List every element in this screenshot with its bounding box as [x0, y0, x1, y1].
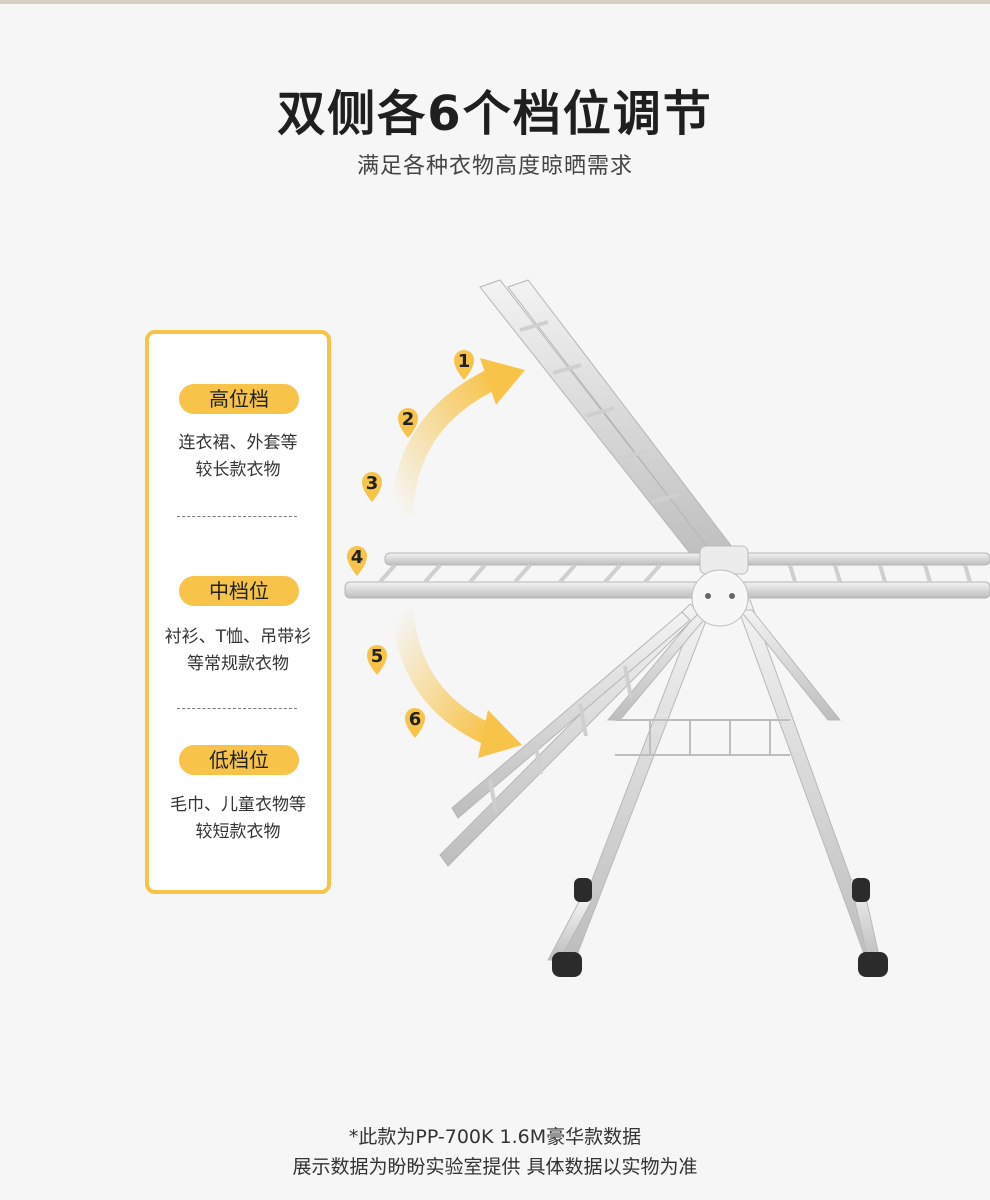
gear-marker-label: 5: [371, 646, 384, 667]
top-decor-strip: [0, 0, 990, 4]
levels-card: 高位档 连衣裙、外套等 较长款衣物 中档位 衬衫、T恤、吊带衫 等常规款衣物 低…: [145, 330, 331, 894]
rack-legs: [547, 599, 883, 966]
level-desc-mid-line1: 衬衫、T恤、吊带衫: [164, 627, 312, 647]
level-pill-low: 低档位: [179, 745, 299, 775]
footer-note-line1: *此款为PP-700K 1.6M豪华款数据: [348, 1126, 642, 1148]
drying-rack-illustration: 1 2 3 4 5 6: [344, 279, 990, 977]
divider: [177, 708, 297, 709]
gear-marker-6: [405, 708, 425, 738]
gear-marker-label: 6: [409, 709, 422, 730]
center-hub: [691, 545, 749, 627]
level-desc-high-line1: 连衣裙、外套等: [178, 433, 298, 453]
gear-marker-label: 1: [458, 351, 471, 372]
page-title: 双侧各6个档位调节: [277, 86, 713, 142]
gear-marker-5: [367, 645, 387, 675]
level-desc-low-line1: 毛巾、儿童衣物等: [170, 795, 306, 815]
level-desc-high-line2: 较长款衣物: [195, 460, 281, 480]
horizontal-wing: [344, 552, 990, 599]
footer-note-line2: 展示数据为盼盼实验室提供 具体数据以实物为准: [292, 1156, 698, 1178]
raised-wing: [479, 279, 743, 567]
caster-wheels: [552, 878, 888, 977]
gear-marker-label: 2: [402, 409, 415, 430]
gear-marker-1: [454, 350, 474, 380]
gear-marker-3: [362, 472, 382, 502]
divider: [177, 516, 297, 517]
level-pill-high: 高位档: [179, 384, 299, 414]
level-desc-low-line2: 较短款衣物: [195, 822, 281, 842]
gear-marker-4: [347, 546, 367, 576]
level-pill-mid: 中档位: [179, 576, 299, 606]
arrow-up-icon: [391, 358, 525, 516]
lower-crossbar: [615, 719, 790, 756]
gear-marker-label: 4: [351, 547, 364, 568]
gear-marker-label: 3: [366, 473, 379, 494]
gear-marker-2: [398, 408, 418, 438]
arrow-down-icon: [391, 608, 522, 758]
level-desc-mid-line2: 等常规款衣物: [187, 654, 289, 674]
page-subtitle: 满足各种衣物高度晾晒需求: [356, 154, 633, 179]
